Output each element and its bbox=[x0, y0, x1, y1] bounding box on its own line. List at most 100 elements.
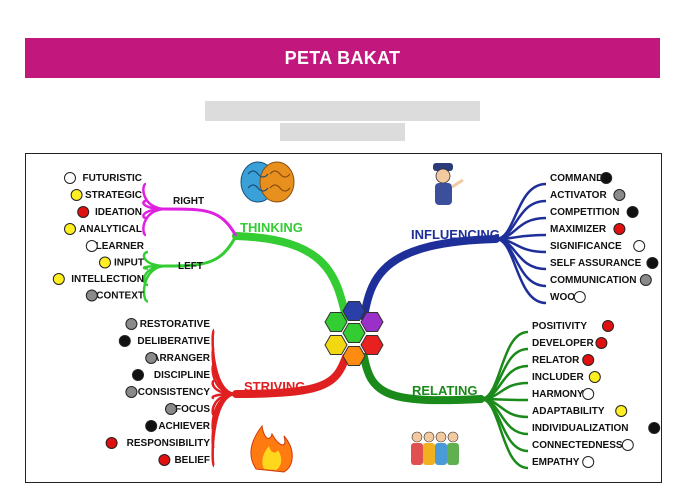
striving-label-0: RESTORATIVE bbox=[140, 319, 211, 330]
relating-dot-1 bbox=[595, 337, 608, 349]
relating-line-8 bbox=[480, 397, 529, 470]
people-icon-body-1 bbox=[423, 443, 435, 465]
influencing-label-5: SELF ASSURANCE bbox=[550, 258, 642, 269]
striving-label-2: ARRANGER bbox=[152, 353, 211, 364]
relating-dot-5 bbox=[615, 405, 628, 417]
striving-label-7: RESPONSIBILITY bbox=[127, 438, 211, 449]
thinking-right-dot-2 bbox=[77, 206, 90, 218]
relating-dot-7 bbox=[621, 439, 634, 451]
striving-label-1: DELIBERATIVE bbox=[137, 336, 210, 347]
striving-label-4: CONSISTENCY bbox=[138, 387, 211, 398]
center-hexagon-3 bbox=[360, 335, 384, 355]
thinking-right-label-1: STRATEGIC bbox=[85, 190, 142, 201]
thinking-left-label-1: INPUT bbox=[114, 258, 144, 269]
relating-dot-6 bbox=[648, 422, 661, 434]
striving-dot-1 bbox=[118, 335, 131, 347]
left-group-label: LEFT bbox=[178, 261, 203, 272]
influencing-label-3: MAXIMIZER bbox=[550, 224, 607, 235]
branch-line-striving bbox=[232, 353, 350, 398]
relating-label-0: POSITIVITY bbox=[532, 321, 587, 332]
people-icon-body-2 bbox=[435, 443, 447, 465]
officer-icon-cap bbox=[433, 163, 453, 171]
striving-dot-7 bbox=[105, 437, 118, 449]
people-icon-body-0 bbox=[411, 443, 423, 465]
brain-icon-right-hemisphere bbox=[259, 161, 295, 203]
thinking-right-label-0: FUTURISTIC bbox=[83, 173, 142, 184]
influencing-label-2: COMPETITION bbox=[550, 207, 619, 218]
center-hexagon-1 bbox=[342, 301, 366, 321]
relating-label-4: HARMONY bbox=[532, 389, 584, 400]
relating-dot-8 bbox=[582, 456, 595, 468]
center-hexagon-5 bbox=[324, 335, 348, 355]
brain-icon-folds-left bbox=[247, 170, 269, 192]
striving-dot-2 bbox=[145, 352, 158, 364]
relating-label-8: EMPATHY bbox=[532, 457, 580, 468]
banner-title: PETA BAKAT bbox=[284, 47, 401, 68]
people-icon-head-0 bbox=[411, 431, 423, 443]
center-hexagon-4 bbox=[342, 346, 366, 366]
fire-icon-core bbox=[262, 446, 282, 470]
officer-icon-head bbox=[435, 168, 451, 184]
striving-label: STRIVING bbox=[244, 379, 305, 394]
influencing-dot-3 bbox=[613, 223, 626, 235]
relating-dot-2 bbox=[582, 354, 595, 366]
influencing-label-0: COMMAND bbox=[550, 173, 603, 184]
striving-dot-5 bbox=[165, 403, 177, 415]
influencing-dot-6 bbox=[639, 274, 652, 286]
striving-label-8: BELIEF bbox=[174, 455, 210, 466]
striving-dot-3 bbox=[132, 369, 144, 381]
influencing-dot-4 bbox=[633, 240, 646, 252]
officer-icon-body bbox=[435, 183, 452, 205]
center-hexagon-2 bbox=[360, 312, 384, 332]
influencing-line-1 bbox=[495, 199, 547, 241]
people-icon-body-3 bbox=[447, 443, 459, 465]
striving-dot-4 bbox=[125, 386, 138, 398]
influencing-label-4: SIGNIFICANCE bbox=[550, 241, 622, 252]
striving-label-3: DISCIPLINE bbox=[154, 370, 210, 381]
page-banner: PETA BAKAT bbox=[25, 38, 660, 78]
thinking-left-dot-2 bbox=[52, 273, 65, 285]
striving-dot-6 bbox=[145, 420, 158, 432]
thinking-left-dot-1 bbox=[99, 256, 111, 269]
influencing-label-1: ACTIVATOR bbox=[550, 190, 607, 201]
brain-icon-folds-right bbox=[269, 170, 291, 192]
relating-dot-0 bbox=[602, 320, 614, 332]
influencing-dot-0 bbox=[600, 172, 613, 184]
thinking-right-dot-0 bbox=[64, 172, 76, 184]
center-hexagon-0 bbox=[324, 312, 348, 332]
thinking-left-dot-3 bbox=[85, 289, 98, 302]
thinking-right-dot-1 bbox=[70, 189, 83, 201]
right-group-label: RIGHT bbox=[173, 196, 204, 207]
branch-line-influencing bbox=[360, 235, 500, 321]
influencing-dot-5 bbox=[646, 257, 659, 269]
relating-dot-3 bbox=[588, 371, 601, 383]
thinking-right-label-2: IDEATION bbox=[95, 207, 142, 218]
striving-label-5: FOCUS bbox=[175, 404, 210, 415]
blurred-subtitle-line-2 bbox=[280, 123, 405, 141]
influencing-line-7 bbox=[495, 237, 547, 305]
fire-icon bbox=[250, 424, 293, 473]
thinking-left-label-0: LEARNER bbox=[96, 241, 145, 252]
people-icon-head-3 bbox=[447, 431, 459, 443]
thinking-right-dot-3 bbox=[64, 223, 76, 235]
relating-label-6: INDIVIDUALIZATION bbox=[532, 423, 628, 434]
blurred-subtitle-line-1 bbox=[205, 101, 480, 121]
relating-dot-4 bbox=[582, 388, 595, 400]
thinking-right-label-3: ANALYTICAL bbox=[79, 224, 142, 235]
branch-line-thinking bbox=[232, 232, 350, 321]
relating-label-2: RELATOR bbox=[532, 355, 580, 366]
relating-label: RELATING bbox=[412, 383, 477, 398]
people-icon-head-2 bbox=[435, 431, 447, 443]
striving-dot-8 bbox=[158, 454, 171, 466]
relating-label-5: ADAPTABILITY bbox=[532, 406, 605, 417]
striving-line-8 bbox=[211, 392, 237, 468]
relating-label-7: CONNECTEDNESS bbox=[532, 440, 623, 451]
relating-label-3: INCLUDER bbox=[532, 372, 584, 383]
branch-line-right bbox=[165, 207, 238, 237]
center-hexagon-6 bbox=[342, 323, 366, 343]
influencing-line-0 bbox=[495, 182, 547, 241]
thinking-left-line-0 bbox=[142, 250, 167, 268]
thinking-right-line-3 bbox=[142, 207, 167, 237]
